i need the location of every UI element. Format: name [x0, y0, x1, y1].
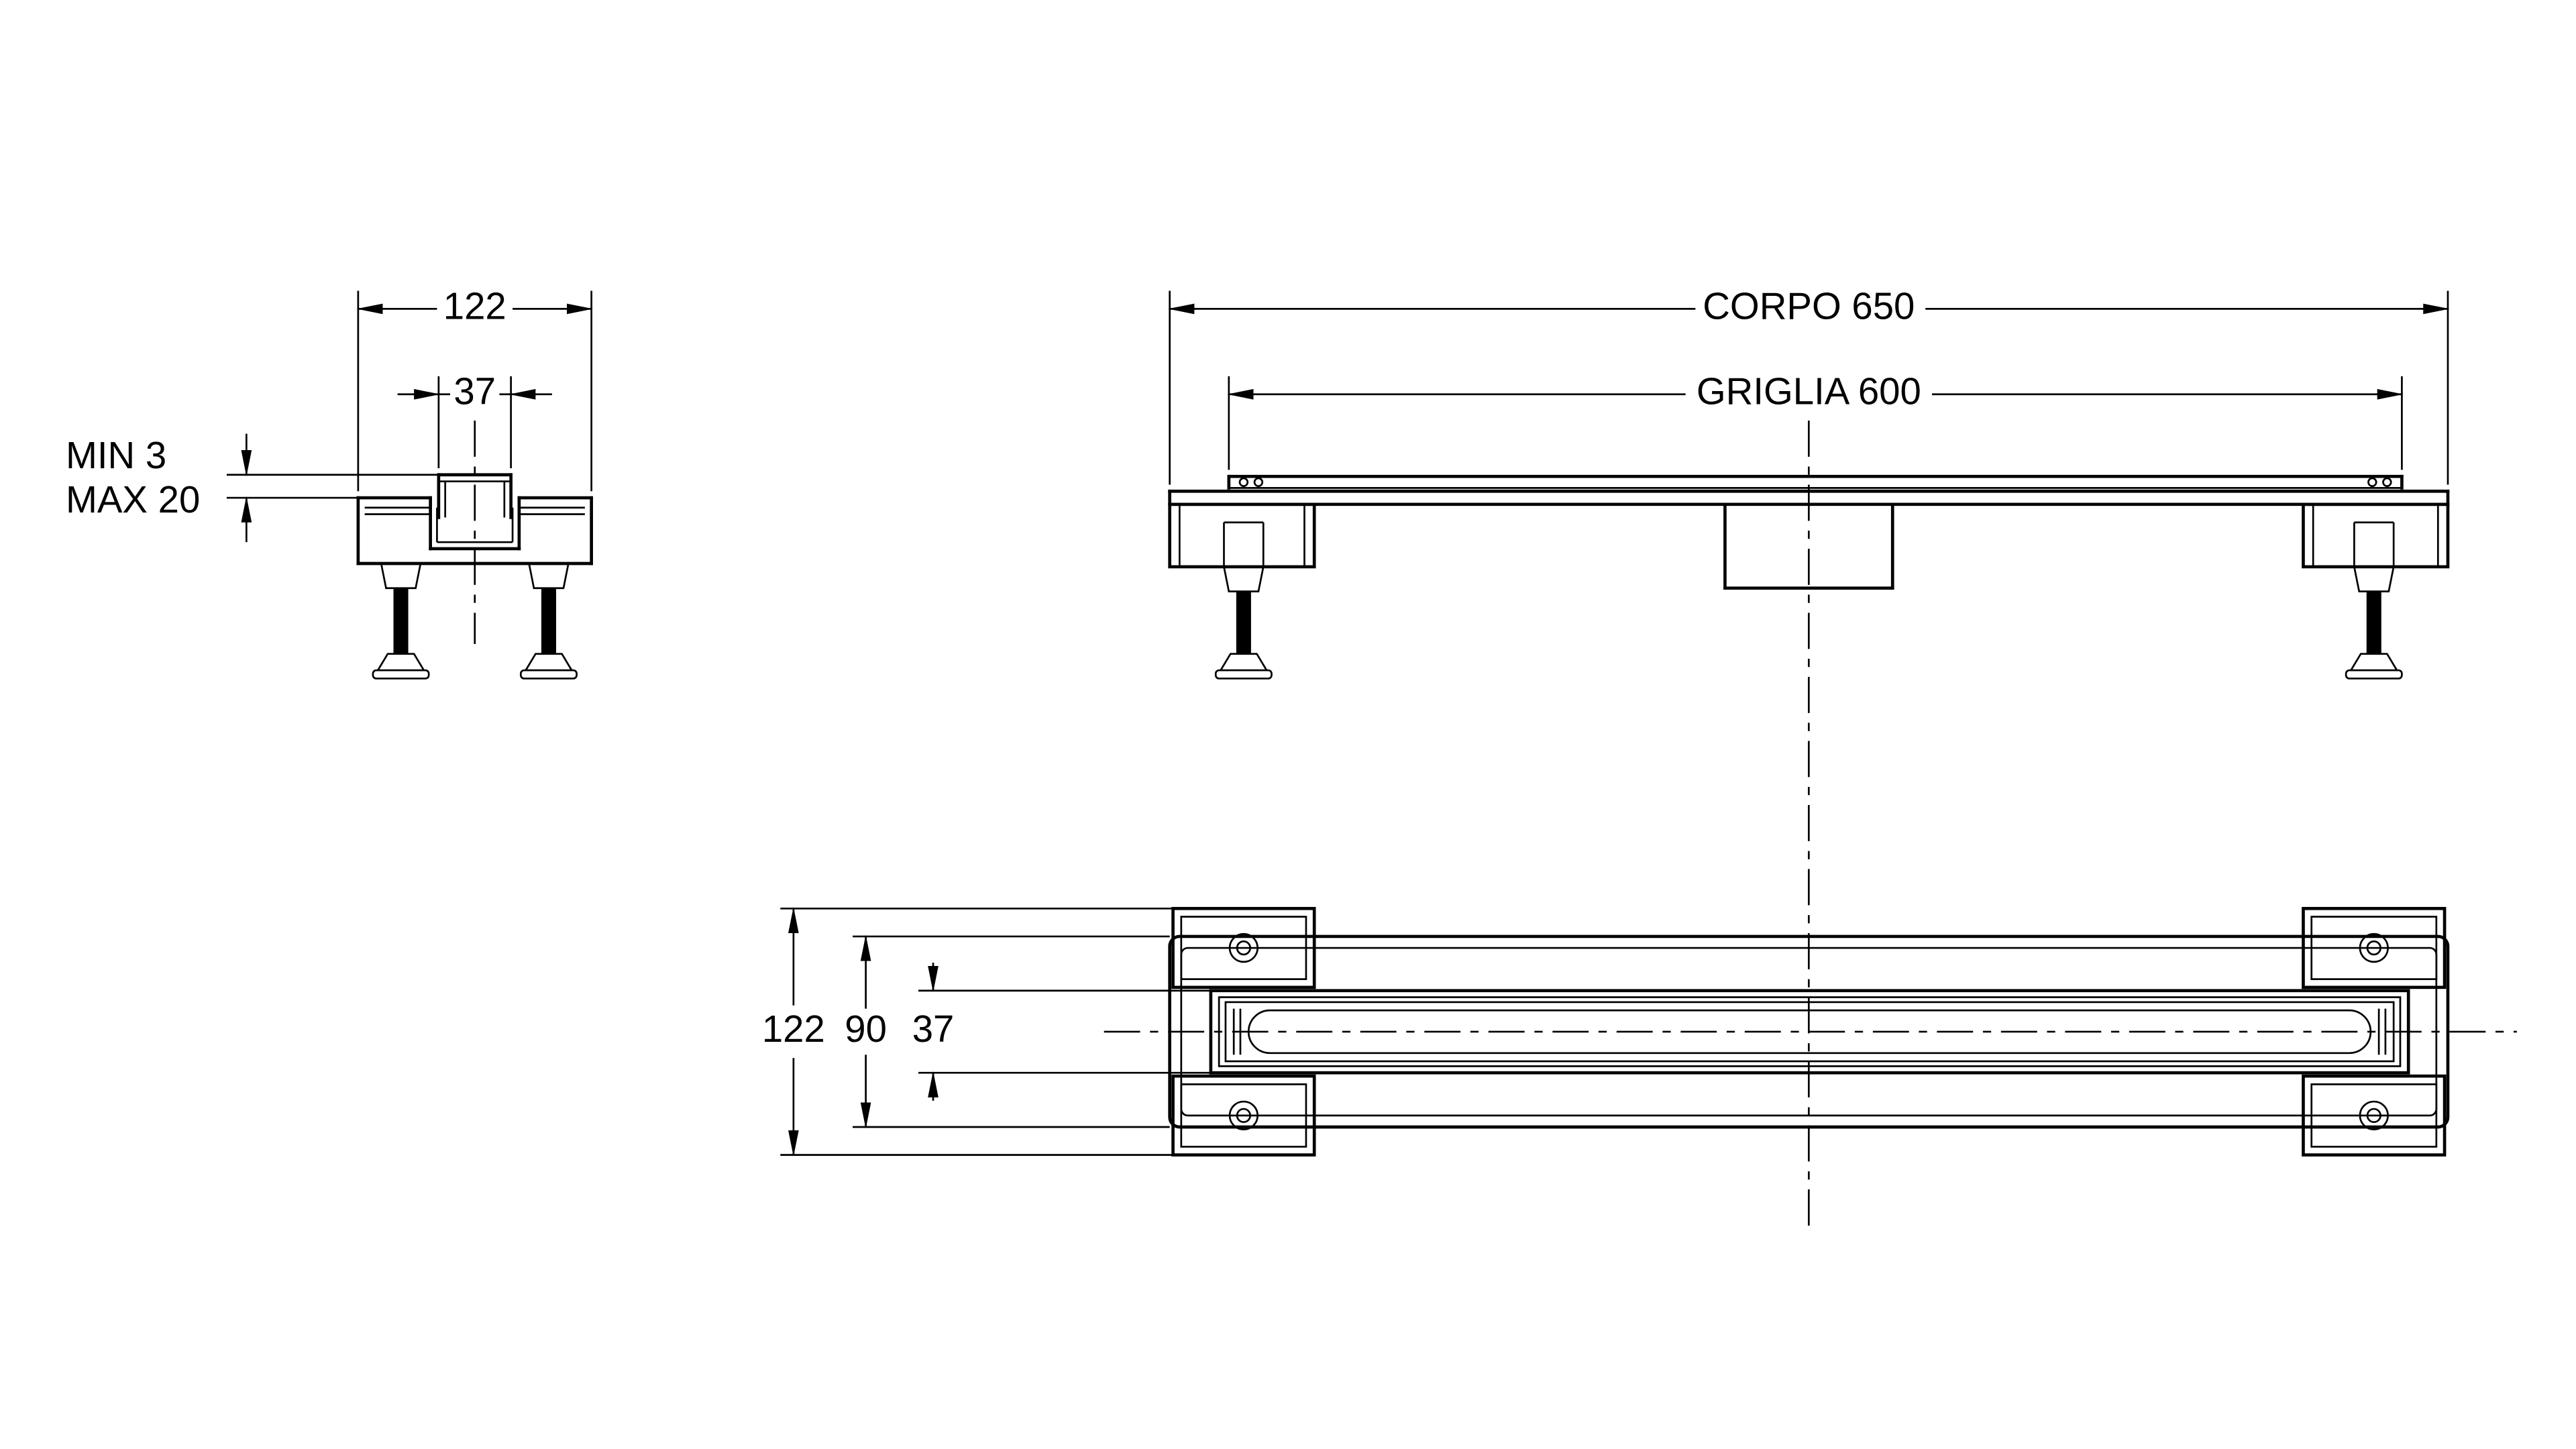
grille-screw-icon	[2382, 477, 2392, 488]
grille-screw-icon	[1253, 477, 1264, 488]
grille-screw-icon	[2367, 477, 2377, 488]
end-view-left-foot	[372, 562, 430, 680]
plan-view-dim-channel-width: 37	[912, 963, 1211, 1101]
grille-screw-icon	[1238, 477, 1249, 488]
side-view-right-bracket	[2302, 502, 2450, 569]
label-max-20: MAX 20	[66, 478, 200, 521]
dim-label-griglia-600: GRIGLIA 600	[1697, 370, 1921, 413]
side-view-right-foot	[2345, 566, 2403, 680]
side-view-drain-outlet	[1723, 502, 1894, 590]
plan-view-foot-pads	[1171, 906, 2447, 1157]
dim-label-122-end: 122	[443, 284, 506, 327]
plan-view-dim-overall-depth: 122	[762, 906, 1173, 1157]
foot-hole-icon	[1228, 932, 1259, 963]
side-view-dim-body-length: CORPO 650	[1168, 284, 2450, 485]
centerlines	[1104, 420, 2517, 1229]
end-view-min-max-annotation: MIN 3 MAX 20	[66, 433, 511, 543]
plan-view-dim-body-depth: 90	[845, 934, 1170, 1129]
end-view-dim-grille-width: 37	[397, 370, 552, 468]
side-view-left-foot	[1214, 566, 1273, 680]
end-view-channel-recess	[429, 496, 521, 551]
end-view-dim-overall-width: 122	[356, 284, 594, 492]
foot-hole-icon	[1228, 1100, 1259, 1131]
side-view-grille	[1227, 474, 2404, 490]
foot-hole-icon	[2359, 1100, 2389, 1131]
foot-hole-icon	[2359, 932, 2389, 963]
dim-label-122-plan: 122	[762, 1008, 825, 1050]
dim-label-corpo-650: CORPO 650	[1703, 284, 1915, 327]
label-min-3: MIN 3	[66, 434, 166, 476]
dim-label-37-end: 37	[453, 370, 496, 413]
end-view: 122 37 MIN 3 MAX 20	[66, 284, 594, 680]
end-view-right-foot	[519, 562, 578, 680]
dim-label-37-plan: 37	[912, 1008, 955, 1050]
side-view-left-bracket	[1168, 502, 1316, 569]
side-view-dim-grille-length: GRIGLIA 600	[1227, 370, 2404, 470]
dim-label-90-plan: 90	[845, 1008, 887, 1050]
